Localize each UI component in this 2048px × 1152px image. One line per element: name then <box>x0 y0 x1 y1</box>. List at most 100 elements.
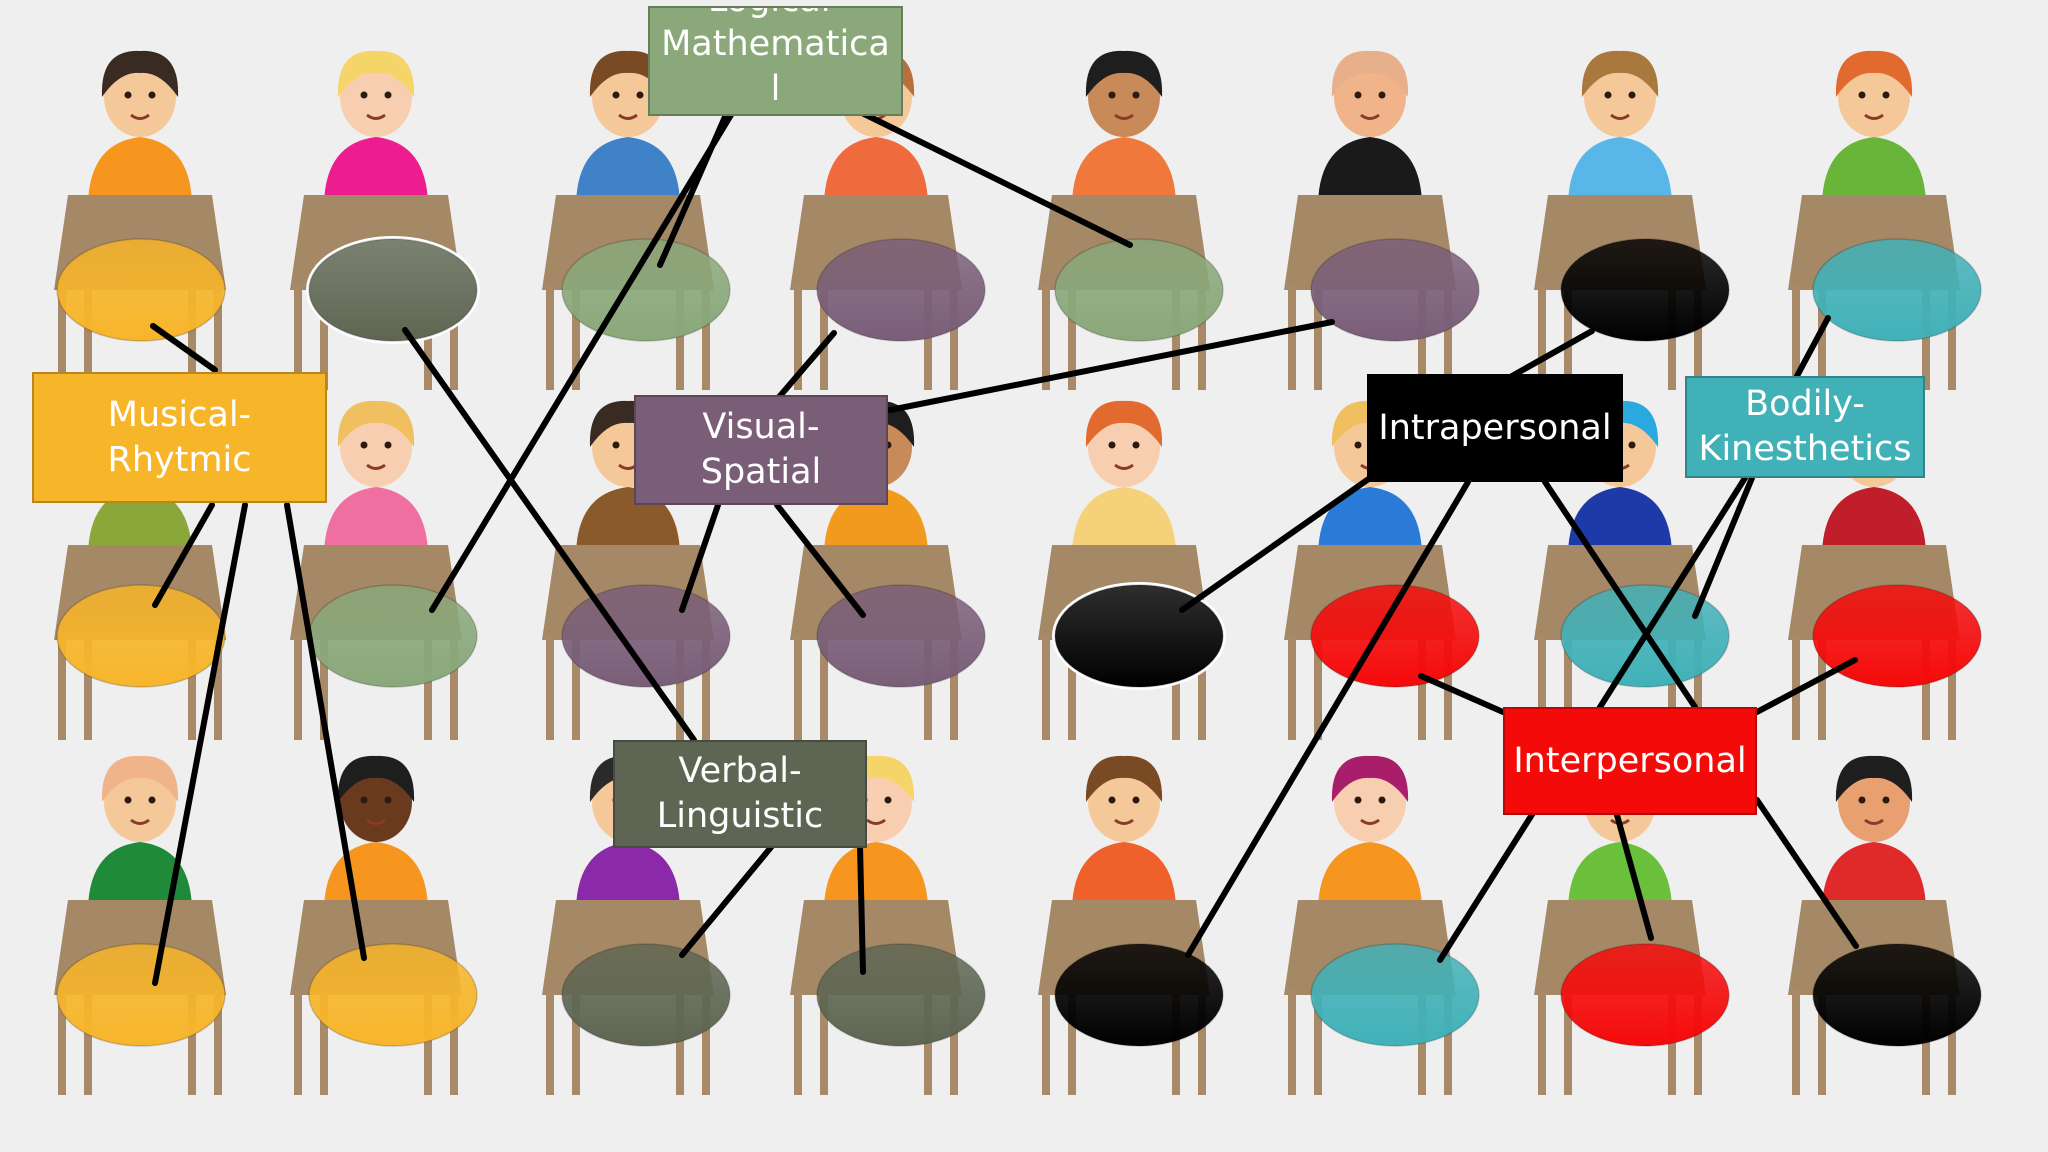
student-hair <box>589 50 667 97</box>
label-bodily-kinesthetic: Bodily- Kinesthetics <box>1685 376 1925 478</box>
student-shirt <box>1822 487 1926 553</box>
connector-line <box>1754 797 1859 949</box>
desk-leg <box>450 635 458 740</box>
desk-leg <box>1444 285 1452 390</box>
desk-leg <box>546 635 554 740</box>
desk-leg <box>950 990 958 1095</box>
student-eye <box>1132 796 1140 804</box>
desk-leg <box>84 285 92 390</box>
desk-leg <box>320 285 328 390</box>
desk-leg <box>1314 990 1322 1095</box>
intelligence-oval-intrapersonal <box>1054 943 1224 1047</box>
intelligence-oval-logical <box>1054 238 1224 342</box>
connector-line <box>284 502 367 961</box>
desk-leg <box>1792 285 1800 390</box>
desk-leg <box>1288 990 1296 1095</box>
desk-leg <box>1288 635 1296 740</box>
intelligence-oval-verbal <box>561 943 731 1047</box>
student-eye <box>384 91 392 99</box>
student-eye <box>1354 796 1362 804</box>
intelligence-oval-visual <box>816 238 986 342</box>
desk-leg <box>1694 990 1702 1095</box>
student-shirt <box>88 487 192 553</box>
desk-leg <box>1172 285 1180 390</box>
connector-line <box>1614 812 1654 941</box>
desk-leg <box>820 635 828 740</box>
student-shirt <box>576 842 680 908</box>
student-hair <box>337 755 415 802</box>
intelligence-oval-verbal <box>308 238 478 342</box>
desk-leg <box>214 990 222 1095</box>
student-shirt <box>324 137 428 203</box>
connector-line <box>1185 479 1471 958</box>
connector-line <box>429 107 737 613</box>
connector-line <box>1179 475 1373 613</box>
connector-line <box>1509 328 1595 379</box>
student-hair <box>1331 50 1409 97</box>
student-eye <box>1132 91 1140 99</box>
label-intrapersonal: Intrapersonal <box>1367 374 1623 482</box>
desk-leg <box>676 285 684 390</box>
student-eye <box>1108 441 1116 449</box>
desk-leg <box>1792 635 1800 740</box>
connector-lines-layer <box>150 107 1859 986</box>
student-mouth <box>366 818 386 825</box>
student-eye <box>1108 796 1116 804</box>
desk-leg <box>1288 285 1296 390</box>
student-shirt <box>824 842 928 908</box>
desk-leg <box>676 635 684 740</box>
connector-line <box>150 323 218 373</box>
student-eye <box>384 796 392 804</box>
student-mouth <box>1864 113 1884 120</box>
student-shirt <box>1822 137 1926 203</box>
desk-leg <box>676 990 684 1095</box>
students-layer <box>54 50 1960 1095</box>
desk-leg <box>1068 990 1076 1095</box>
desk-leg <box>58 285 66 390</box>
student-hair <box>1835 50 1913 97</box>
intelligence-oval-interpersonal <box>1310 584 1480 688</box>
student-shirt <box>1822 842 1926 908</box>
desk-leg <box>572 635 580 740</box>
desk-leg <box>1948 285 1956 390</box>
student-eye <box>1108 91 1116 99</box>
desk-leg <box>1198 635 1206 740</box>
intelligence-oval-bodily <box>1310 943 1480 1047</box>
desk-leg <box>546 285 554 390</box>
desk-leg <box>1068 285 1076 390</box>
desk-leg <box>294 285 302 390</box>
desk-leg <box>1818 285 1826 390</box>
student-eye <box>612 91 620 99</box>
desk-leg <box>1042 285 1050 390</box>
student-eye <box>1132 441 1140 449</box>
desk-leg <box>294 990 302 1095</box>
desk-leg <box>1694 285 1702 390</box>
desk-leg <box>424 635 432 740</box>
desk-leg <box>1818 990 1826 1095</box>
desk-leg <box>424 990 432 1095</box>
connector-line <box>679 502 721 613</box>
student-eye <box>1354 441 1362 449</box>
student-mouth <box>366 463 386 470</box>
connector-line <box>887 319 1335 413</box>
student-shirt <box>1568 842 1672 908</box>
desk-leg <box>1172 635 1180 740</box>
desk-leg <box>1538 285 1546 390</box>
student-mouth <box>618 113 638 120</box>
student-mouth <box>1114 113 1134 120</box>
student-eye <box>1858 91 1866 99</box>
label-visual-spatial: Visual- Spatial <box>634 395 888 505</box>
desk-leg <box>572 285 580 390</box>
student-shirt <box>88 842 192 908</box>
desk-leg <box>1922 635 1930 740</box>
label-interpersonal: Interpersonal <box>1503 707 1757 815</box>
student-shirt <box>324 487 428 553</box>
connector-line <box>1418 673 1506 715</box>
student-shirt <box>88 137 192 203</box>
connector-line <box>853 107 1133 248</box>
desk-leg <box>1198 285 1206 390</box>
student-eye <box>124 796 132 804</box>
intelligence-oval-interpersonal <box>1560 943 1730 1047</box>
desk-leg <box>794 990 802 1095</box>
student-eye <box>360 91 368 99</box>
